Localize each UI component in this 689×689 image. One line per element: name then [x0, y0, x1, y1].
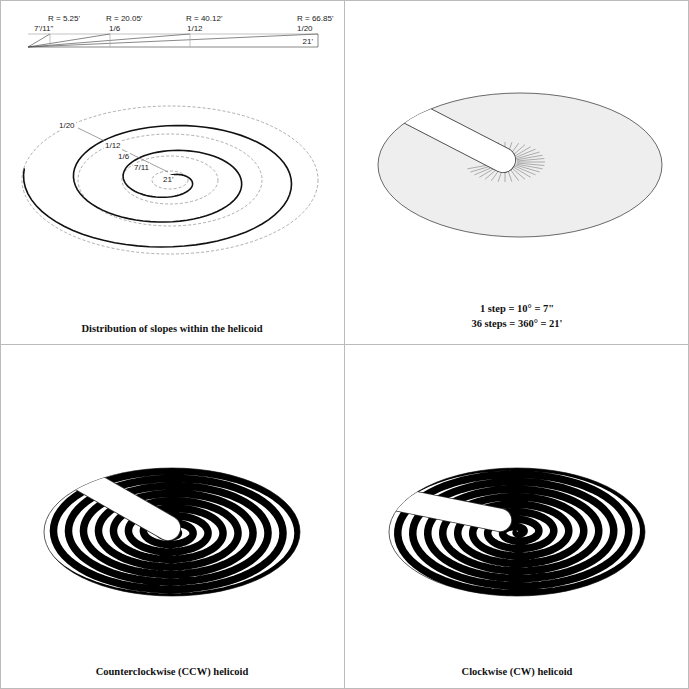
slot-cut — [410, 112, 503, 160]
radius-ellipse — [22, 106, 318, 254]
slope-label: 1/6 — [117, 152, 130, 161]
tick — [110, 34, 111, 47]
slot-edge — [380, 496, 500, 520]
panel-caption: Distribution of slopes within the helico… — [80, 322, 263, 335]
stripe-spiral — [368, 459, 659, 601]
cw-stripes — [368, 459, 659, 601]
slope-label: 1/6 — [108, 24, 121, 33]
slope-diagram — [28, 34, 318, 47]
radius-label: R = 66.85' — [296, 14, 334, 23]
top-line — [28, 34, 318, 35]
slot-edge — [410, 112, 503, 160]
panel-divider — [0, 344, 689, 345]
base-line — [28, 47, 318, 48]
slot-edge — [70, 472, 168, 528]
tick — [190, 34, 191, 47]
slot — [70, 472, 168, 528]
slope-line — [28, 34, 318, 47]
panel-caption: 36 steps = 360° = 21' — [470, 317, 563, 330]
step-line — [515, 165, 539, 172]
panel-caption: Counterclockwise (CCW) helicoid — [95, 665, 250, 678]
ccw-stripes — [23, 463, 313, 604]
step-line — [513, 167, 531, 178]
panel-caption: Clockwise (CW) helicoid — [461, 665, 574, 678]
step-line — [514, 166, 535, 175]
slope-label: 1/12 — [104, 141, 122, 150]
tick — [318, 34, 319, 47]
slope-label: 7/11 — [133, 163, 150, 172]
step-line — [517, 159, 545, 162]
slot — [410, 112, 503, 160]
slope-spiral — [22, 106, 318, 254]
slot — [380, 496, 500, 520]
panel-caption: 1 step = 10° = 7" — [479, 302, 555, 315]
helicoid-disk — [378, 93, 662, 237]
radius-label: R = 40.12' — [185, 14, 223, 23]
slope-label: 1/12 — [186, 24, 204, 33]
stripe-spiral — [23, 463, 313, 604]
step-line — [517, 162, 545, 163]
slope-label: 1/20 — [296, 24, 314, 33]
step-line — [514, 149, 535, 158]
slope-label: 1/20 — [58, 121, 76, 130]
helicoid-spiral — [24, 125, 292, 247]
tick — [50, 34, 51, 47]
slope-label: 7'/11" — [33, 24, 54, 33]
slot-cut — [380, 496, 500, 520]
height-label: 21' — [162, 175, 174, 184]
slot-cut — [70, 472, 168, 528]
leader-line — [78, 128, 168, 172]
radius-label: R = 5.25' — [47, 14, 81, 23]
radius-label: R = 20.05' — [105, 14, 143, 23]
radius-ellipse — [152, 171, 188, 189]
height-label: 21' — [302, 37, 314, 46]
